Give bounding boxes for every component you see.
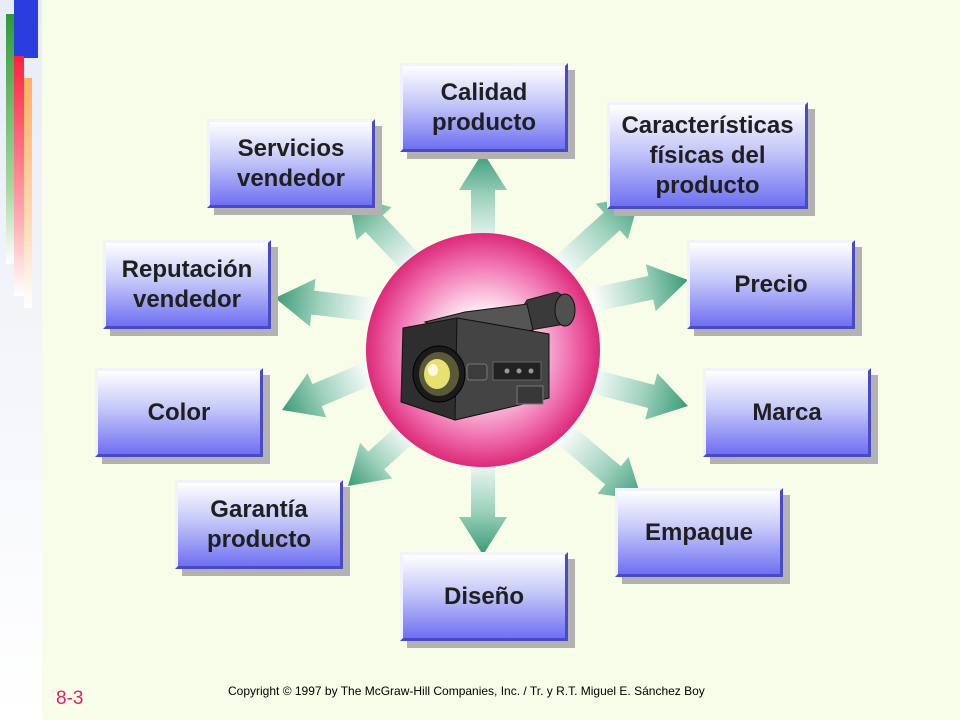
node-calidad-producto: Calidad producto [400,63,568,152]
node-diseno: Diseño [400,552,568,641]
arrow-shape-servicios [347,195,427,279]
arrow-shape-precio [589,264,688,312]
node-color: Color [95,368,263,457]
arrows-layer [275,152,689,555]
arrow-diseno [459,455,507,555]
node-empaque: Empaque [615,488,783,577]
arrow-garantia [347,421,419,486]
camcorder-icon [400,291,576,421]
arrow-shape-calidad [459,152,507,252]
copyright-text: Copyright © 1997 by The McGraw-Hill Comp… [228,684,705,698]
orange-stripe [24,78,32,308]
node-marca: Marca [703,368,871,457]
node-reputacion-vendedor: Reputación vendedor [103,240,271,329]
left-decor-bar [0,0,42,720]
arrow-servicios [347,195,427,279]
arrow-shape-garantia [347,421,419,486]
blue-stripe [14,0,38,58]
arrow-calidad [459,152,507,252]
arrow-reputacion [275,278,377,327]
page-number: 8-3 [56,688,84,709]
red-stripe [14,56,24,296]
arrow-precio [589,264,688,312]
arrow-shape-diseno [459,455,507,555]
arrow-caracteristicas [549,195,641,279]
arrow-shape-caracteristicas [549,195,641,279]
arrow-shape-empaque [554,422,642,500]
node-servicios-vendedor: Servicios vendedor [207,119,375,208]
arrow-empaque [554,422,642,500]
arrow-color [281,360,377,418]
node-garantia-producto: Garantía producto [175,480,343,569]
green-stripe [6,14,14,264]
node-caracteristicas-fisicas: Características físicas del producto [607,102,808,209]
node-precio: Precio [687,240,855,329]
arrow-shape-color [281,360,377,418]
arrow-shape-reputacion [275,278,377,327]
arrow-shape-marca [584,368,689,420]
arrow-marca [584,368,689,420]
